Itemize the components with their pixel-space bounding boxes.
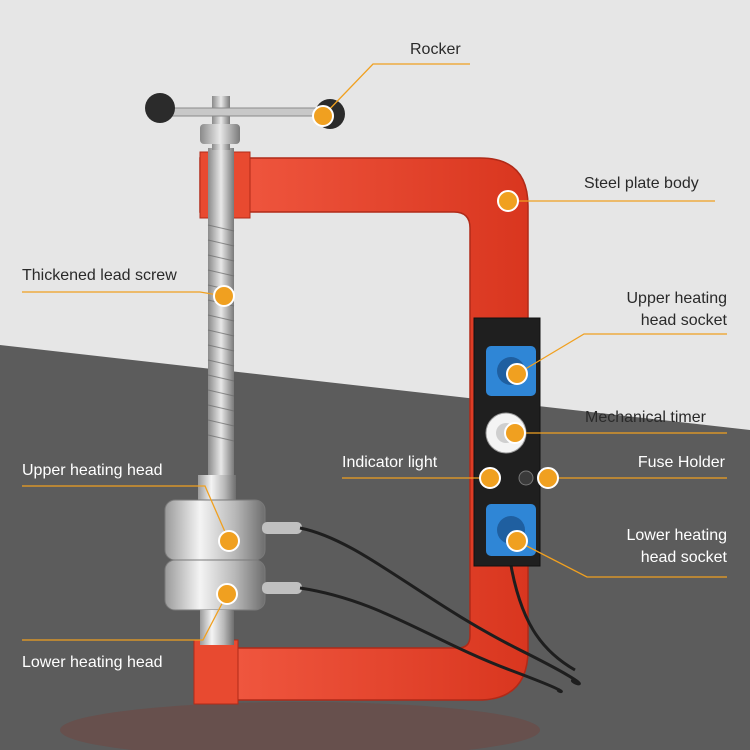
- label-upper-heating-head: Upper heating head: [22, 462, 163, 479]
- label-upper-heating-head-socket: Upper heating head socket: [600, 288, 727, 332]
- background-dark: [0, 345, 750, 750]
- label-upper-socket-line-2: head socket: [640, 312, 727, 329]
- label-mechanical-timer: Mechanical timer: [585, 409, 706, 426]
- lead-screw: [208, 148, 234, 500]
- label-lower-socket-line-2: head socket: [640, 549, 727, 566]
- label-fuse-holder: Fuse Holder: [637, 454, 725, 471]
- label-steel-plate-body: Steel plate body: [584, 175, 699, 192]
- label-lower-socket-line-1: Lower heating: [626, 527, 727, 544]
- floor-glow: [60, 702, 540, 750]
- label-thickened-lead-screw: Thickened lead screw: [22, 267, 177, 284]
- label-indicator-light: Indicator light: [342, 454, 438, 471]
- label-rocker: Rocker: [410, 41, 461, 58]
- label-upper-socket-line-1: Upper heating: [626, 290, 727, 307]
- label-lower-heating-head-socket: Lower heating head socket: [600, 525, 727, 569]
- label-lower-heating-head: Lower heating head: [22, 654, 163, 671]
- heating-heads: [164, 475, 302, 645]
- control-box: [473, 317, 541, 567]
